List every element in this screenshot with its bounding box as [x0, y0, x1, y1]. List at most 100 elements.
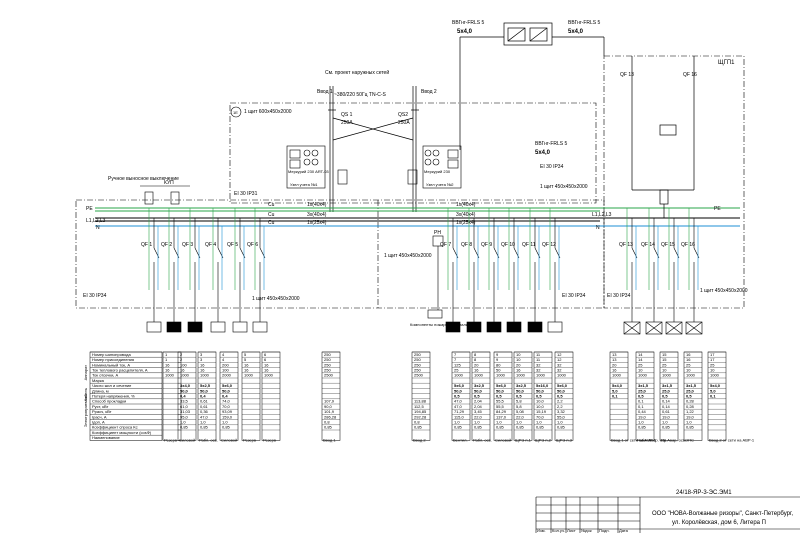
cell-value: 10,0 [536, 399, 545, 404]
cell-value: 16 [165, 362, 170, 367]
cell-value: 3х1,5 [662, 383, 673, 388]
n-label-left: N [96, 225, 100, 231]
cell-value: 0,85 [454, 425, 463, 430]
input1-label: Ввод 1 [317, 89, 333, 95]
group-label: Кабель [83, 388, 88, 401]
bus2-label: 3х(40х4) [307, 212, 327, 218]
row-label: Iдоп, А [92, 420, 105, 425]
pe-label-left: PE [86, 206, 93, 212]
cell-value: 0,5 [536, 394, 542, 399]
cell-value: 25 [710, 362, 715, 367]
feeder-10 [506, 208, 522, 333]
cell-value: 3 [200, 357, 203, 362]
qf13-top: QF 13 [620, 72, 634, 78]
column-name: Ввод 1 от сети на АВР-1 [611, 437, 657, 442]
cell-value: 55,5 [496, 404, 505, 409]
row-label: Коэффициент спроса Кс [92, 425, 138, 430]
cell-value: 50,0 [200, 388, 209, 393]
qf-label: QF 9 [481, 242, 492, 248]
cell-value: 0,5 [474, 394, 480, 399]
cell-value: 0,5 [557, 394, 563, 399]
load-cross [685, 321, 703, 335]
cell-value: 5х6,0 [496, 383, 507, 388]
cell-value: 0,85 [662, 425, 671, 430]
load-box [623, 321, 641, 335]
supply-label: ~380/220 50Гц TN-C-S [334, 92, 387, 98]
cell-value: 4 [222, 357, 225, 362]
cell-value: 0,8 [414, 420, 420, 425]
cell-value: 0,61 [662, 409, 671, 414]
cell-value: 8 [474, 357, 477, 362]
load-box [445, 321, 461, 333]
cell-value: 5х6,0 [557, 383, 568, 388]
cell-value: 20 [474, 362, 479, 367]
cell-value: 1000 [557, 373, 567, 378]
cell-value: 250 [324, 352, 331, 357]
cell-value: 25 [662, 362, 667, 367]
cell-value: 250 [324, 362, 331, 367]
cell-value: 1,22 [686, 409, 695, 414]
title-header: Кол.уч. [552, 528, 565, 533]
row-label: Номер шинопровода [92, 352, 131, 357]
cell-value: 3,45 [474, 409, 483, 414]
qs1-rating: 250А [341, 120, 353, 126]
feeder-14 [645, 208, 663, 335]
cell-value: 55,5 [496, 399, 505, 404]
cell-value: 10 [516, 357, 521, 362]
column-name: Ввод 2 от сети на АВР-1 [709, 437, 755, 442]
cell-value: 0,5 [638, 394, 644, 399]
cell-value: 3х1,5 [638, 383, 649, 388]
row-label: Iрасч, А [92, 414, 107, 419]
main-panel-frame [75, 102, 605, 309]
ats-block [631, 56, 695, 218]
ups-block [459, 22, 605, 150]
pe-label-right: PE [714, 206, 721, 212]
load-box [506, 321, 522, 333]
external-net-label: См. проект наружных сетей [325, 69, 389, 76]
remote-trip [140, 185, 190, 205]
load-box [527, 321, 543, 333]
cell-value: 1000 [516, 373, 526, 378]
cell-value: 11 [536, 357, 541, 362]
cu-label-2: Cu [268, 212, 275, 218]
row-label: Номер присоединения [92, 357, 134, 362]
bus3-label-b: 1х(25х4) [456, 220, 476, 226]
cell-value: 19,0 [638, 414, 647, 419]
cell-value: 0,1 [638, 399, 644, 404]
cell-value: 2,2 [557, 399, 563, 404]
column-name: Рабл. осв. [199, 437, 218, 442]
panel1-label: 1 щит 600х450х2000 [244, 109, 292, 115]
cell-value: 50,0 [222, 388, 231, 393]
cell-value: 5х6,0 [454, 383, 465, 388]
cell-value: 20 [612, 362, 617, 367]
load-box [685, 321, 703, 335]
cell-value: 5,8 [516, 404, 522, 409]
n-label-right: N [596, 225, 600, 231]
cell-value: 16 [612, 368, 617, 373]
cell-value: 90,0 [324, 404, 333, 409]
company-name: ООО "НОВА-Волжаные ризоры", Санкт-Петерб… [652, 511, 794, 517]
fire-note: Компоненты пожарной сигнализации [410, 322, 479, 327]
input2-label: Ввод 2 [421, 89, 437, 95]
cell-value: 125 [454, 362, 461, 367]
qf-label: QF 13 [619, 242, 633, 248]
cell-value: 6 [264, 352, 267, 357]
panel2-cable: 5х4,0 [535, 150, 551, 156]
cell-value: 1000 [264, 373, 274, 378]
cell-value: 15 [662, 352, 667, 357]
cell-value: 50,0 [516, 388, 525, 393]
column-name: Резерв [164, 437, 177, 442]
cell-value: 71,29 [454, 409, 465, 414]
cell-value: 47,0 [200, 414, 209, 419]
feeder-13 [623, 208, 641, 335]
table-column-8: 2502502502502500113,88112,5194,85292,280… [411, 351, 431, 442]
table-column-12: 1010201610003х2,550,00,55,85,85,0822,01,… [513, 351, 533, 442]
feeder-2 [166, 208, 182, 333]
ip34-a: EI 30 IP34 [607, 293, 631, 299]
cell-value: 19,0 [662, 414, 671, 419]
cell-value: 3х1,5 [686, 383, 697, 388]
cell-value: 95,0 [180, 414, 189, 419]
cell-value: 0,85 [557, 425, 566, 430]
